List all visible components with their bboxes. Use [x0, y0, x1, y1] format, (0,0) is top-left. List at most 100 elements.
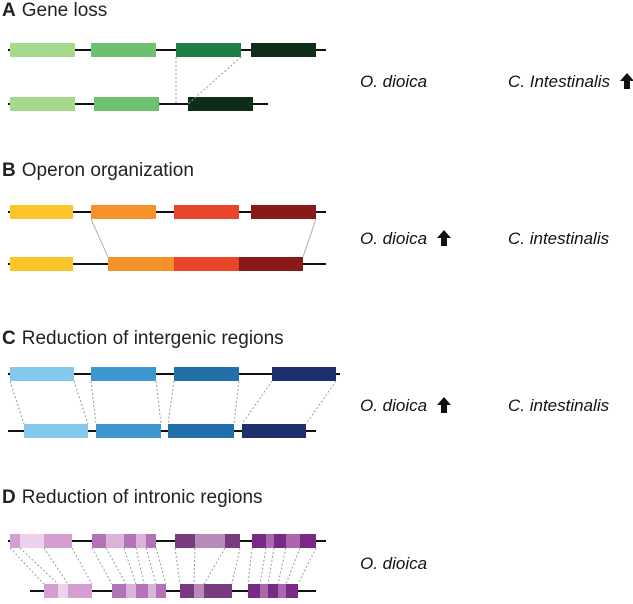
panel-d-species-left: O. dioica: [360, 554, 428, 573]
panel-d-top-intron: [286, 534, 300, 548]
panel-a-bottom-gene: [188, 97, 253, 111]
panel-d-intron-connector: [174, 547, 181, 585]
panel-c-intergenic-connector: [305, 380, 337, 425]
panel-d-top-exon: [146, 534, 156, 548]
panel-d-intron-connector: [105, 547, 127, 585]
panel-a-top-gene: [10, 43, 75, 57]
panel-a-bottom-gene: [10, 97, 75, 111]
panel-c-intergenic-connector: [73, 380, 89, 425]
panel-d-top-exon: [10, 534, 20, 548]
panel-d-bottom-exon: [136, 584, 148, 598]
panel-c-intergenic-connector: [9, 380, 25, 425]
panel-d-bottom-intron: [260, 584, 268, 598]
panel-d-intron-connector: [259, 547, 267, 585]
panel-a-loss-connector: [187, 56, 242, 105]
panel-c-up-arrow-icon: [437, 397, 451, 413]
panel-d-intron-connector: [91, 547, 113, 585]
panel-c-bottom-gene: [96, 424, 161, 438]
panel-b-top-gene: [251, 205, 316, 219]
panel-c-top-gene: [174, 367, 239, 381]
panel-d-intron-connector: [9, 547, 45, 585]
panel-d-bottom-intron: [148, 584, 156, 598]
panel-c-bottom-gene: [24, 424, 88, 438]
panel-d-intron-connector: [277, 547, 287, 585]
panel-d-intron-connector: [247, 547, 253, 585]
panel-d-top-exon: [300, 534, 316, 548]
panel-d-intron-connector: [203, 547, 226, 585]
panel-c-intergenic-connector: [155, 380, 162, 425]
panel-d-intron-connector: [297, 547, 317, 585]
panel-d-top-exon: [252, 534, 266, 548]
panel-b-top-gene: [174, 205, 239, 219]
panel-c-intergenic-connector: [167, 380, 175, 425]
panel-b-operon-connector: [90, 218, 109, 258]
panel-d-intron-connector: [43, 547, 69, 585]
panel-a-top-gene: [91, 43, 156, 57]
panel-b-top-gene: [91, 205, 156, 219]
panel-a-bottom-gene: [94, 97, 159, 111]
panel-c-letter: C: [2, 328, 16, 349]
panel-b-bottom-gene: [174, 257, 239, 271]
panel-d-top-exon: [225, 534, 240, 548]
panel-d-bottom-exon: [156, 584, 166, 598]
panel-b-species-left: O. dioica: [360, 229, 428, 248]
panel-d-label: Reduction of intronic regions: [21, 487, 263, 508]
panel-b-operon-connector: [302, 218, 317, 258]
panel-d-intron-connector: [285, 547, 301, 585]
panel-c-bottom-gene: [168, 424, 234, 438]
panel-a-species-left: O. dioica: [360, 72, 428, 91]
panel-d-bottom-intron: [126, 584, 136, 598]
panel-d-bottom-exon: [44, 584, 58, 598]
panel-d-letter: D: [2, 487, 16, 508]
panel-c-top-gene: [91, 367, 156, 381]
panel-d-bottom-exon: [286, 584, 298, 598]
panel-d-top-intron: [195, 534, 225, 548]
panel-d-intron-connector: [267, 547, 275, 585]
panel-d-intron-connector: [193, 547, 196, 585]
panel-d-intron-connector: [145, 547, 157, 585]
panel-d-top-exon: [124, 534, 136, 548]
panel-d-top-intron: [136, 534, 146, 548]
panel-a-label: Gene loss: [21, 0, 108, 21]
panel-d-bottom-exon: [180, 584, 194, 598]
panel-d-bottom-exon: [268, 584, 278, 598]
panel-b-species-right: C. intestinalis: [508, 229, 610, 248]
panel-d-top-exon: [175, 534, 195, 548]
panel-d-bottom-intron: [58, 584, 68, 598]
panel-a-top-gene: [176, 43, 241, 57]
panel-c-bottom-gene: [242, 424, 306, 438]
panel-c-intergenic-connector: [241, 380, 273, 425]
panel-d-top-exon: [274, 534, 286, 548]
panel-a-up-arrow-icon: [620, 73, 633, 89]
panel-c-intergenic-connector: [233, 380, 240, 425]
panel-b-bottom-gene: [239, 257, 303, 271]
panel-a-species-right: C. Intestinalis: [508, 72, 611, 91]
panel-d-intron-connector: [123, 547, 137, 585]
panel-d-bottom-exon: [68, 584, 92, 598]
panel-b-top-gene: [10, 205, 73, 219]
panel-d-top-exon: [92, 534, 106, 548]
panel-c-top-gene: [10, 367, 74, 381]
panel-c-species-left: O. dioica: [360, 396, 428, 415]
panel-d-bottom-exon: [248, 584, 260, 598]
panel-d-intron-connector: [71, 547, 93, 585]
panel-d-bottom-intron: [278, 584, 286, 598]
panel-d-top-intron: [266, 534, 274, 548]
panel-b-bottom-gene: [10, 257, 73, 271]
panel-b-letter: B: [2, 160, 16, 181]
panel-d-bottom-exon: [204, 584, 232, 598]
panel-d-intron-connector: [135, 547, 145, 585]
panel-d-bottom-intron: [194, 584, 204, 598]
panel-c-top-gene: [272, 367, 336, 381]
panel-c-label: Reduction of intergenic regions: [21, 328, 284, 349]
panel-c-intergenic-connector: [90, 380, 97, 425]
panel-b-up-arrow-icon: [437, 230, 451, 246]
panel-b-label: Operon organization: [21, 160, 194, 181]
panel-d-intron-connector: [155, 547, 167, 585]
panel-d-intron-connector: [231, 547, 241, 585]
